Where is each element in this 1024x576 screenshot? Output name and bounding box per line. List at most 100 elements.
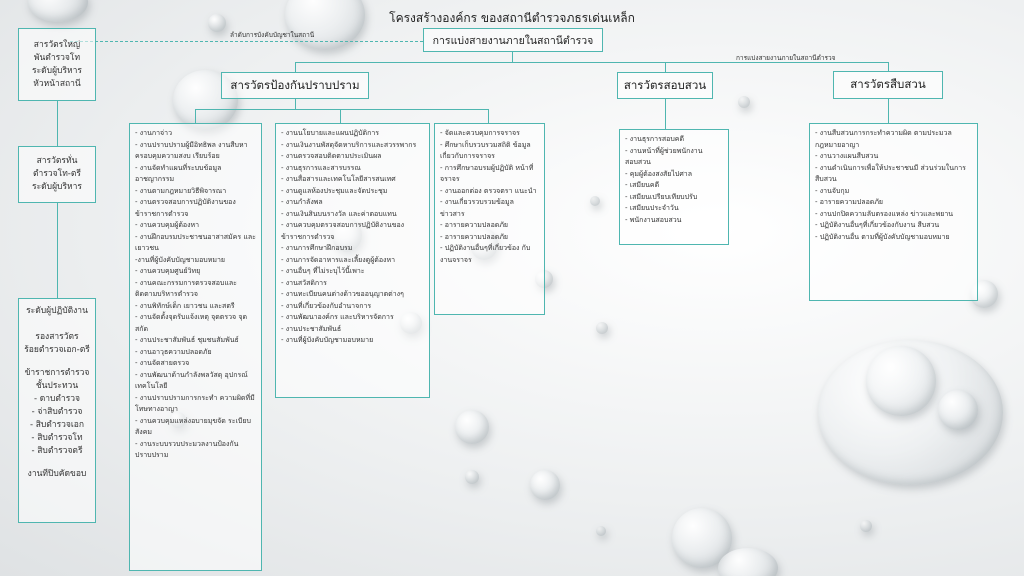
task-item: - งานจับกุม	[815, 186, 850, 195]
task-item: - งานเงินสินบนรางวัล และค่าตอบแทน	[281, 209, 397, 218]
investigation-list: - งานธุรการสอบคดี - งานหน้าที่ผู้ช่วยพนัก…	[619, 129, 729, 245]
task-item: - งานระบบรวบประมวลงานป้องกัน ปราบปราม	[135, 439, 239, 460]
division-header-box: การแบ่งสายงานภายในสถานีตำรวจ	[423, 28, 603, 52]
task-item: - งานตรวจสอบการปฏิบัติงานของ ข้าราชการตำ…	[135, 198, 236, 218]
deputy-line: สารวัตรทั่น	[36, 156, 78, 166]
water-drop	[596, 526, 606, 536]
task-item: - จัดและควบคุมการจราจร	[440, 129, 520, 137]
operators-line: ร้อยตำรวจเอก-ตรี	[24, 345, 90, 355]
connector	[665, 62, 666, 72]
connector	[295, 99, 296, 109]
spacer	[19, 318, 95, 331]
connector	[512, 52, 513, 62]
task-item: - งานจัดตั้งจุดรับแจ้งเหตุ จุดตรวจ จุดสก…	[135, 313, 248, 333]
page-title: โครงสร้างองค์กร ของสถานีตำรวจภธรเด่นเหล็…	[389, 11, 635, 25]
task-item: - พนักงานสอบสวน	[625, 215, 682, 224]
task-item: - งานทะเบียนคนต่างด้าวขออนุญาตต่างๆ	[281, 290, 404, 298]
connector	[295, 62, 889, 63]
task-item: - อารายความปลอดภัย	[440, 232, 509, 241]
operators-line: - สิบตำรวจตรี	[31, 446, 83, 456]
task-list: - งานสืบสวนการกระทำความผิด ตามประมวลกฎหม…	[815, 128, 972, 243]
water-drop	[866, 346, 936, 416]
prevention-list-b: - งานนโยบายและแผนปฏิบัติการ- งานเงินงานพ…	[275, 123, 430, 398]
prevention-list-c: - จัดและควบคุมการจราจร - ศึกษาเก็บรวบรวมส…	[434, 123, 545, 315]
operators-line: - สิบตำรวจเอก	[29, 420, 85, 430]
chief-box: สารวัตรใหญ่ พันตำรวจโท ระดับผู้บริหาร หั…	[18, 28, 96, 101]
task-item: - งานดำเนินการเพื่อให้ประชาชนมี ส่วนร่วม…	[815, 163, 966, 184]
task-item: - งานหน้าที่ผู้ช่วยพนักงาน สอบสวน	[625, 146, 703, 167]
task-item: - งานที่ผู้บังคับบัญชามอบหมาย	[281, 336, 374, 344]
connector	[195, 109, 488, 110]
water-drop	[455, 410, 489, 444]
task-item: -งานที่ผู้บังคับบัญชามอบหมาย	[135, 255, 225, 264]
division-box-prevention: สารวัตรป้องกันปราบปราม	[221, 72, 369, 99]
operators-line: งานทีปิบคัดขอบ	[27, 469, 87, 479]
task-item: - อารายความปลอดภัย	[440, 221, 509, 229]
task-item: - งานที่เกี่ยวข้องกับอำนาจการ	[281, 301, 372, 310]
chief-line: สารวัตรใหญ่	[33, 39, 81, 50]
water-drop	[530, 470, 560, 500]
inquiry-list: - งานสืบสวนการกระทำความผิด ตามประมวลกฎหม…	[809, 123, 978, 301]
task-item: - งานตามกฎหมายวิธีพิจารณา	[135, 186, 227, 195]
task-item: - งานคณะกรรมการตรวจสอบและ ติดตามบริหารตำ…	[135, 278, 237, 299]
task-item: - งานสวัสดิการ	[281, 278, 327, 287]
task-item: - งานพิทักษ์เด็ก เยาวชน และสตรี	[135, 301, 235, 310]
task-item: - ศึกษาเก็บรวบรวมสถิติ ข้อมูลเกี่ยวกับกา…	[440, 140, 531, 161]
task-item: - งานควบคุมตรวจสอบการปฏิบัติงานของ ข้ารา…	[281, 221, 405, 241]
task-item: - งานปราบปรามผู้มีอิทธิพล งานสืบหาครอบคุ…	[135, 140, 248, 161]
operators-line	[19, 458, 95, 468]
chief-line: ระดับผู้บริหาร	[32, 65, 82, 76]
operators-line: - จ่าสิบตำรวจ	[31, 407, 83, 417]
operators-line: ชั้นประทวน	[35, 381, 79, 391]
task-list: - งานกาจ่าว - งานปราบปรามผู้มีอิทธิพล งาน…	[135, 128, 256, 462]
task-item: - งานจัดสายตรวจ	[135, 359, 190, 367]
task-item: - งานการจัดอาหารและเลี้ยงดูผู้ต้องหา	[281, 255, 396, 264]
connector	[57, 101, 58, 146]
operators-line	[19, 357, 95, 367]
task-item: - งานอื่นๆ ที่ไม่ระบุไว้นี้เพาะ	[281, 267, 365, 275]
task-item: - งานการศึกษาฝึกอบรม	[281, 244, 353, 252]
water-drop	[596, 322, 608, 334]
operators-lines: รองสารวัตรร้อยตำรวจเอก-ตรีข้าราชการตำรวจ…	[19, 331, 95, 481]
task-item: - งานควบคุมศูนย์วิทยุ	[135, 267, 201, 275]
task-item: - งานวางแผนสืบสวน	[815, 152, 879, 160]
water-drop	[938, 390, 978, 430]
deputy-line: ตำรวจโท-ตรี	[33, 169, 81, 179]
division-note: การแบ่งสายงานภายในสถานีตำรวจ	[736, 54, 836, 62]
task-item: - ปฏิบัติงานอื่นๆที่เกี่ยวข้อง กับงานจรา…	[440, 244, 531, 264]
task-item: - เสมียนประจำวัน	[625, 204, 679, 212]
task-item: - งานตรวจสอบติดตามประเมินผล	[281, 152, 382, 160]
deputy-line: ระดับผู้บริหาร	[32, 182, 82, 192]
operators-line: รองสารวัตร	[35, 332, 79, 342]
water-drop	[28, 0, 88, 22]
connector	[488, 109, 489, 123]
task-item: - ปฏิบัติงานอื่นๆที่เกี่ยวข้องกับงาน สืบ…	[815, 221, 940, 229]
connector	[70, 41, 423, 42]
operators-line: ข้าราชการตำรวจ	[24, 368, 90, 378]
task-item: - งานควบคุมผู้ต้องหา	[135, 221, 200, 229]
division-box-inquiry: สารวัตรสืบสวน	[833, 71, 943, 99]
task-item: - งานออกต่อง ตรวจตรา แนะนำ	[440, 186, 537, 195]
operators-box: ระดับผู้ปฏิบัติงาน รองสารวัตรร้อยตำรวจเอ…	[18, 298, 96, 523]
task-item: - งานกำลังพล	[281, 198, 323, 206]
division-inquiry: สารวัตรสืบสวน	[850, 77, 926, 91]
water-drop	[718, 548, 778, 576]
task-item: - งานธุรการสอบคดี	[625, 135, 684, 143]
task-item: - คุมผู้ต้องสงสัยไปศาล	[625, 169, 693, 178]
chief-line: หัวหน้าสถานี	[33, 78, 81, 89]
connector	[665, 99, 666, 129]
task-item: - งานฝึกอบรมประชาชนอาสาสมัคร และเยาวชน	[135, 232, 256, 253]
task-item: - งานดูแลห้องประชุมและจัดประชุม	[281, 186, 388, 195]
task-item: - งานกาจ่าว	[135, 129, 173, 137]
water-drop	[465, 470, 479, 484]
operators-title: ระดับผู้ปฏิบัติงาน	[26, 306, 88, 316]
water-drop	[738, 96, 750, 108]
connector	[295, 62, 296, 72]
task-list: - จัดและควบคุมการจราจร - ศึกษาเก็บรวบรวมส…	[440, 128, 539, 266]
task-item: - เสมียนคดี	[625, 181, 660, 189]
connector	[888, 99, 889, 123]
task-item: - งานสืบสวนการกระทำความผิด ตามประมวลกฎหม…	[815, 129, 952, 149]
task-list: - งานธุรการสอบคดี - งานหน้าที่ผู้ช่วยพนัก…	[625, 134, 723, 226]
task-item: - งานประชาสัมพันธ์	[281, 324, 342, 333]
task-item: - งานพัฒนาด้านกำลังพลวัสดุ อุปกรณ์เทคโนโ…	[135, 370, 248, 391]
